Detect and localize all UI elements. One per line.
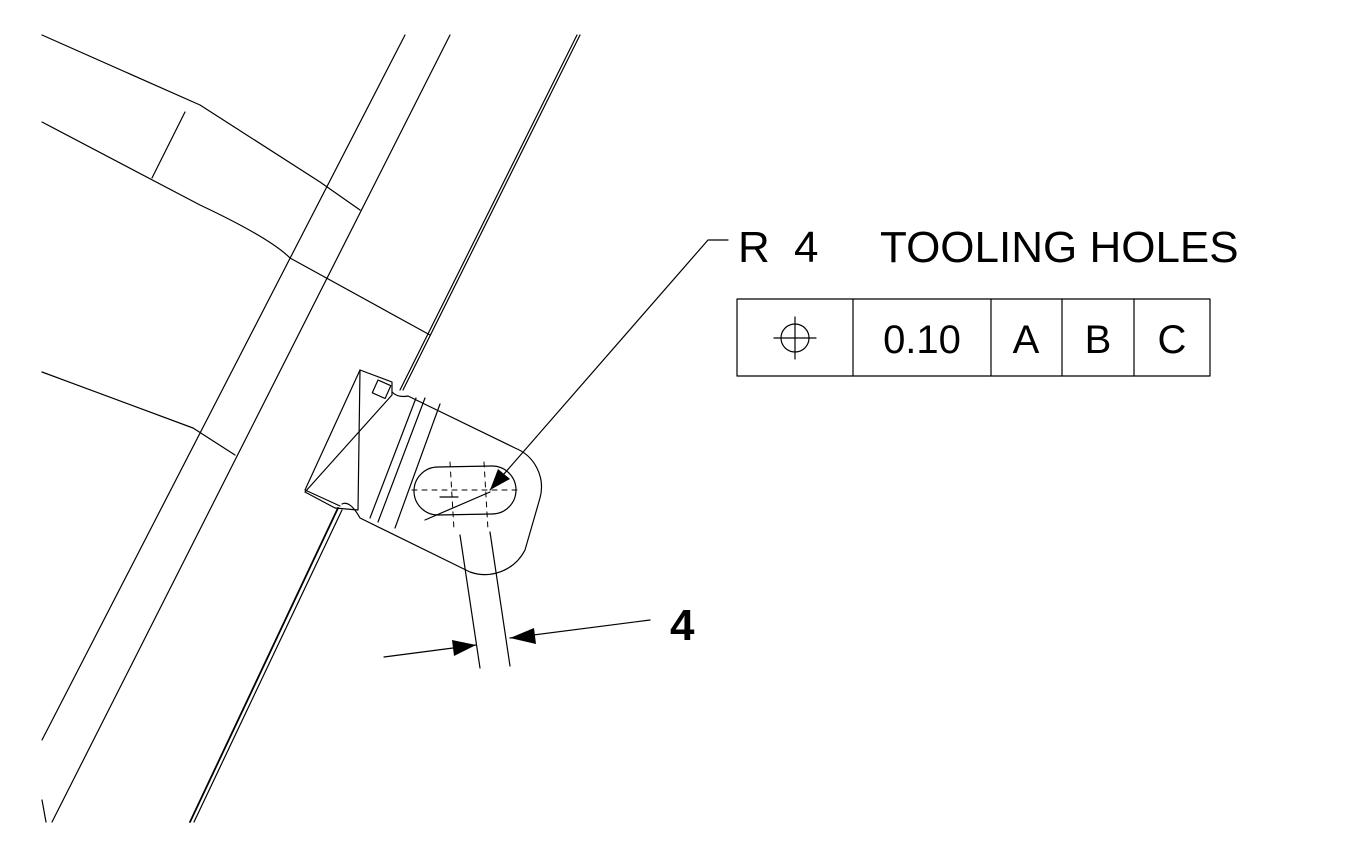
tooling-hole-callout: R 4 TOOLING HOLES	[738, 223, 1239, 272]
datum-a: A	[1013, 318, 1040, 362]
feature-control-frame: 0.10 A B C	[736, 298, 1211, 377]
callout-radius-value: 4	[794, 223, 818, 272]
part-outline-lines	[41, 34, 581, 823]
position-icon	[773, 316, 817, 360]
tolerance-value: 0.10	[883, 318, 961, 362]
panel-lines	[41, 34, 431, 456]
datum-c: C	[1158, 318, 1187, 362]
datum-b: B	[1085, 318, 1112, 362]
callout-description: TOOLING HOLES	[880, 223, 1239, 272]
callout-radius-prefix: R	[738, 223, 770, 272]
callout-leader	[424, 239, 729, 521]
width-dimension-value: 4	[670, 601, 695, 650]
tooling-tab	[304, 369, 543, 576]
width-dimension	[383, 531, 651, 669]
